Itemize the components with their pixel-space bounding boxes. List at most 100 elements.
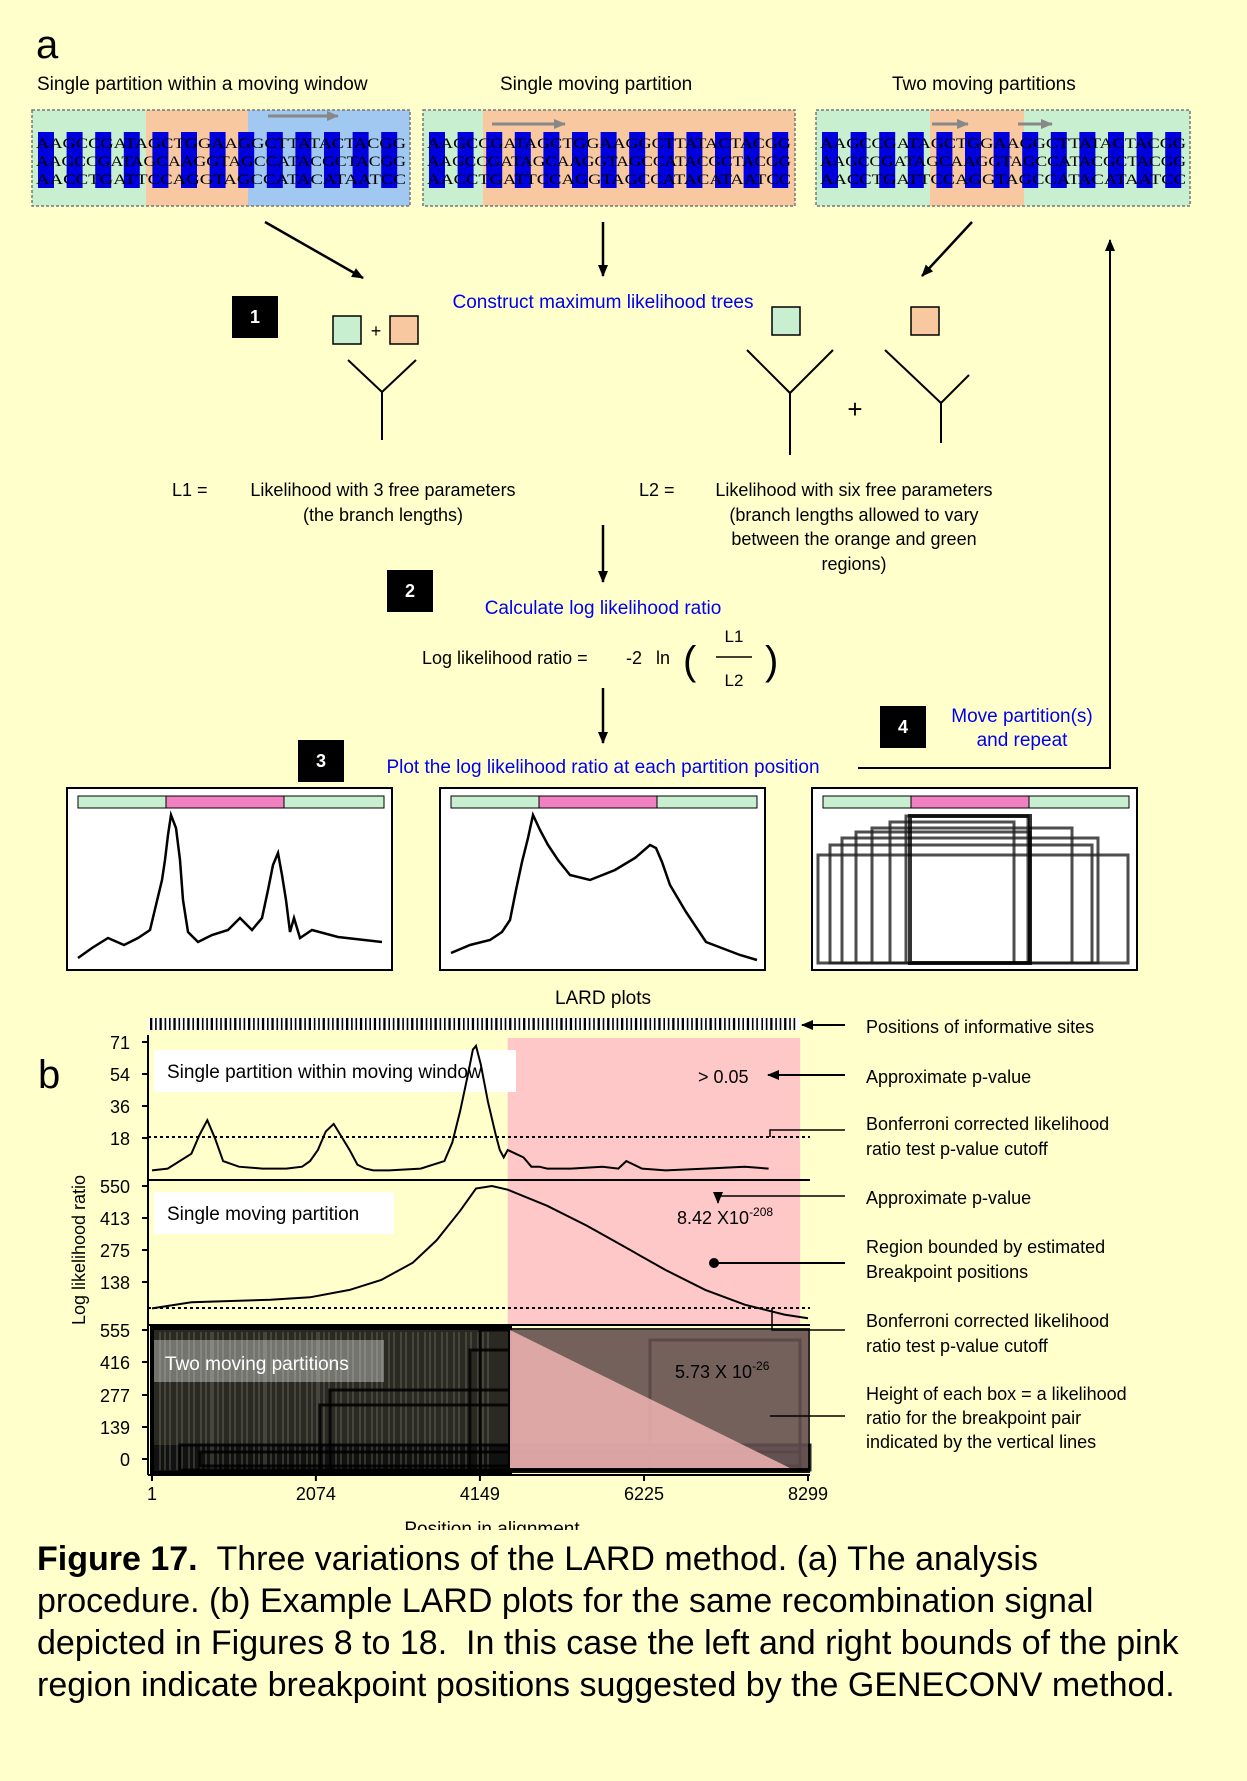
annotation-region-line1: Region bounded by estimated bbox=[866, 1237, 1105, 1257]
annotation-box-line3: indicated by the vertical lines bbox=[866, 1432, 1096, 1452]
informative-site-mark bbox=[215, 1018, 218, 1030]
informative-site-mark bbox=[793, 1018, 796, 1030]
informative-site-mark bbox=[542, 1018, 544, 1030]
informative-site-mark bbox=[309, 1018, 311, 1030]
informative-site-mark bbox=[351, 1018, 353, 1030]
pink-triangle-region bbox=[510, 1330, 790, 1468]
l1-prefix: L1 = bbox=[172, 480, 208, 500]
informative-site-mark bbox=[635, 1018, 638, 1030]
informative-site-mark bbox=[416, 1018, 418, 1030]
nucleotide-column bbox=[1108, 132, 1124, 188]
nucleotide-column bbox=[123, 132, 140, 188]
informative-site-mark bbox=[369, 1018, 371, 1030]
informative-site-mark bbox=[435, 1018, 437, 1030]
dna-sequence-row: AAGCCGATAGCAAGGTAGCCATACGCTACGG bbox=[427, 154, 791, 170]
informative-site-mark bbox=[714, 1018, 717, 1030]
informative-site-mark bbox=[765, 1018, 768, 1030]
informative-site-mark bbox=[476, 1018, 479, 1030]
informative-site-mark bbox=[374, 1018, 377, 1030]
subplot-2-title-bg bbox=[154, 1192, 394, 1234]
ratio-label: Log likelihood ratio = bbox=[422, 648, 588, 668]
subplot-3-pvalue-exponent: -26 bbox=[752, 1359, 770, 1373]
lard-plots-caption: LARD plots bbox=[555, 988, 651, 1009]
panel-a-label: a bbox=[36, 23, 59, 67]
informative-site-mark bbox=[565, 1018, 567, 1030]
informative-site-mark bbox=[360, 1018, 363, 1030]
informative-site-mark bbox=[490, 1018, 493, 1030]
informative-site-mark bbox=[272, 1018, 274, 1030]
informative-site-mark bbox=[182, 1018, 185, 1030]
informative-site-mark bbox=[738, 1018, 740, 1030]
orange-square-right bbox=[910, 306, 940, 336]
subplot-3-title-bg bbox=[154, 1340, 384, 1382]
pink-region-plot3-top bbox=[510, 1330, 808, 1468]
nucleotide-column bbox=[822, 132, 838, 188]
annotation-region-line2: Breakpoint positions bbox=[866, 1262, 1028, 1282]
dna-sequence-row: AAGCCGATAGCAAGGTAGCCATACGCTACGG bbox=[36, 154, 406, 170]
informative-site-mark bbox=[579, 1018, 581, 1030]
informative-site-mark bbox=[239, 1018, 241, 1030]
informative-site-mark bbox=[472, 1018, 475, 1030]
informative-site-mark bbox=[248, 1018, 251, 1030]
subplot-2-pvalue-exponent: -208 bbox=[749, 1205, 773, 1219]
dna-sequence-row: AAGCCGATAGCTGGAAGGCTTATACTACGG bbox=[427, 136, 791, 152]
dna-sequence-row: AAGCCGATAGCTGGAAGGCTTATACTACGG bbox=[820, 136, 1186, 152]
informative-site-mark bbox=[514, 1018, 516, 1030]
nucleotide-column bbox=[486, 132, 503, 188]
informative-site-mark bbox=[598, 1018, 600, 1030]
informative-site-mark bbox=[463, 1018, 465, 1030]
informative-site-mark bbox=[276, 1018, 279, 1030]
alignment-box-border bbox=[422, 109, 796, 207]
informative-site-mark bbox=[346, 1018, 349, 1030]
informative-site-mark bbox=[280, 1018, 283, 1030]
informative-site-mark bbox=[257, 1018, 260, 1030]
y-tick-label: 0 bbox=[120, 1450, 130, 1470]
y-tick-label: 413 bbox=[100, 1209, 130, 1229]
informative-site-mark bbox=[667, 1018, 670, 1030]
dna-sequence-row: AAGCCGATAGCAAGGTAGCCATACGCTACGG bbox=[820, 154, 1186, 170]
informative-site-mark bbox=[290, 1018, 292, 1030]
nucleotide-column bbox=[95, 132, 112, 188]
annotation-box-line2: ratio for the breakpoint pair bbox=[866, 1408, 1081, 1428]
informative-site-mark bbox=[355, 1018, 358, 1030]
informative-site-mark bbox=[234, 1018, 237, 1030]
tree-orange bbox=[884, 349, 970, 443]
informative-site-mark bbox=[640, 1018, 642, 1030]
info-sites-label: Positions of informative sites bbox=[866, 1017, 1094, 1037]
informative-site-mark bbox=[691, 1018, 693, 1030]
nucleotide-column bbox=[1165, 132, 1182, 188]
nucleotide-column bbox=[772, 132, 789, 188]
informative-site-mark bbox=[570, 1018, 573, 1030]
informative-site-mark bbox=[318, 1018, 320, 1030]
green-square-left bbox=[332, 315, 362, 345]
nucleotide-column bbox=[66, 132, 83, 188]
informative-site-mark bbox=[188, 1018, 190, 1030]
informative-site-mark bbox=[533, 1018, 535, 1030]
informative-site-mark bbox=[286, 1018, 288, 1030]
l1-line2: (the branch lengths) bbox=[303, 505, 463, 525]
informative-site-mark bbox=[243, 1018, 246, 1030]
informative-site-mark bbox=[700, 1018, 703, 1030]
step-3-text: Plot the log likelihood ratio at each pa… bbox=[386, 757, 819, 778]
informative-site-mark bbox=[705, 1018, 707, 1030]
step-3-number: 3 bbox=[316, 751, 326, 771]
informative-site-mark bbox=[201, 1018, 204, 1030]
informative-site-mark bbox=[653, 1018, 656, 1030]
informative-site-mark bbox=[155, 1018, 157, 1030]
informative-site-mark bbox=[192, 1018, 194, 1030]
title-single-window: Single partition within a moving window bbox=[37, 74, 368, 95]
ratio-ln: ln bbox=[656, 648, 670, 668]
figure-caption: Figure 17. Three variations of the LARD … bbox=[37, 1538, 1207, 1706]
y-tick-label: 36 bbox=[110, 1097, 130, 1117]
informative-site-mark bbox=[751, 1018, 754, 1030]
x-axis-label: Position in alignment bbox=[404, 1519, 580, 1530]
informative-site-mark bbox=[789, 1018, 791, 1030]
informative-site-mark bbox=[220, 1018, 222, 1030]
l2-line1: Likelihood with six free parameters bbox=[715, 480, 992, 500]
plus-sign-large: + bbox=[847, 394, 862, 424]
series-line-1 bbox=[151, 1043, 769, 1172]
subplot-3-pvalue-mantissa: 5.73 X 10 bbox=[675, 1362, 752, 1382]
informative-site-mark bbox=[645, 1018, 647, 1030]
dna-sequence-row: AACCTGATTCCAGGTAGCCATACATAATCC bbox=[36, 172, 406, 188]
